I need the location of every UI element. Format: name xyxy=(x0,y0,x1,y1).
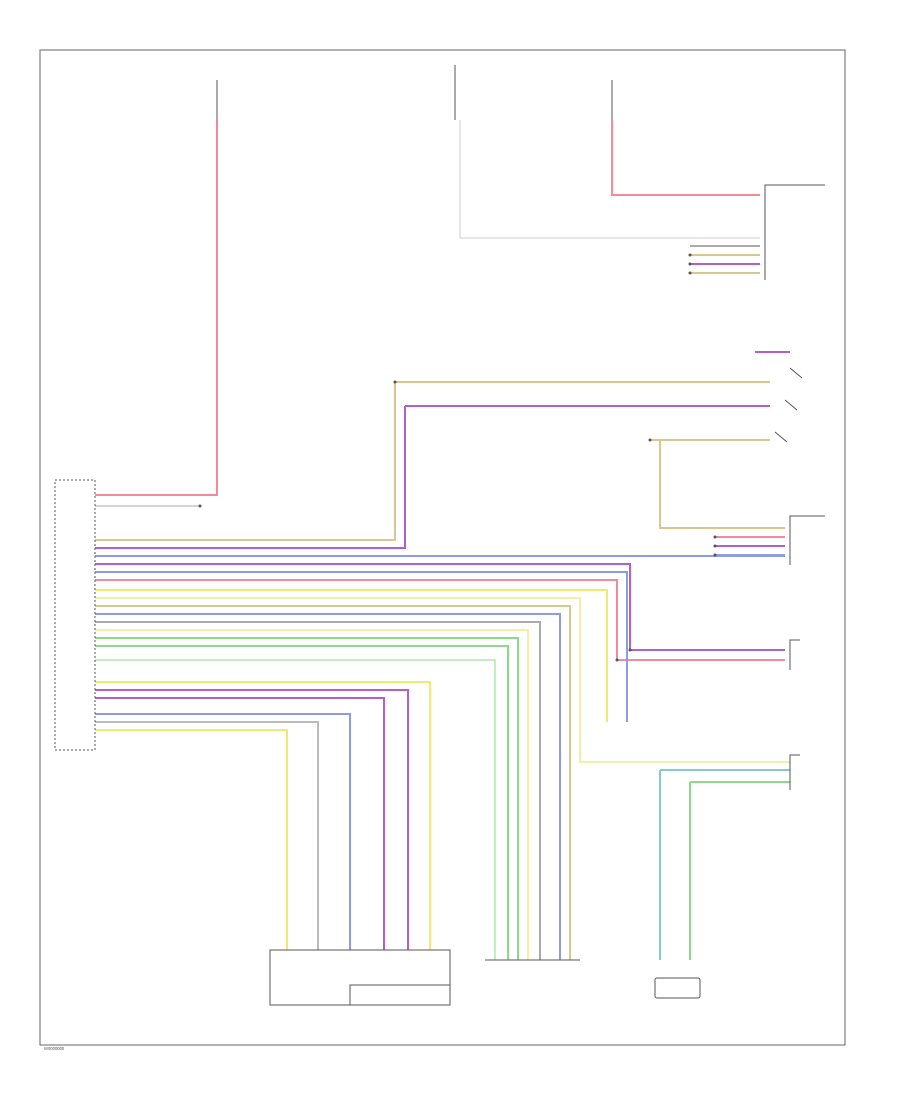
wire-yellow-module-2 xyxy=(95,597,790,763)
wire-purple-lower-2 xyxy=(95,697,385,950)
wire-blue-module-2 xyxy=(95,571,628,722)
wire-yellow-module-3 xyxy=(95,629,529,960)
wire-red-module xyxy=(95,579,785,661)
wire-purple-module-2 xyxy=(95,563,785,651)
steering-module-bracket xyxy=(764,184,825,280)
wire-green-module-2 xyxy=(95,645,509,960)
wires xyxy=(95,120,790,960)
components xyxy=(54,65,825,1006)
corner-code: W0000000 xyxy=(44,1046,65,1051)
sensor-bracket xyxy=(789,639,800,670)
wire-green-module-1 xyxy=(95,637,519,960)
dot-9 xyxy=(615,658,619,662)
wire-yellow-lower-1 xyxy=(95,681,431,950)
wire-yellow-module-1 xyxy=(95,589,608,722)
master-switch-box xyxy=(269,949,451,1006)
dot-4 xyxy=(713,544,717,548)
wire-grey-lower-1 xyxy=(95,721,319,950)
connector-dots xyxy=(198,253,717,662)
dot-8 xyxy=(688,271,692,275)
control-module-box xyxy=(54,479,96,751)
brake-switch-bracket xyxy=(789,515,825,565)
dot-3 xyxy=(713,535,717,539)
wire-blue-lower-1 xyxy=(95,713,351,950)
diagram-frame xyxy=(39,49,846,1046)
switch-symbol-2 xyxy=(784,399,798,411)
wire-grey-top-center xyxy=(459,120,760,239)
dot-5 xyxy=(713,553,717,557)
wire-tan-module-3 xyxy=(95,605,571,960)
switch-symbols xyxy=(774,367,803,443)
wire-tan-brake-down xyxy=(659,440,785,529)
steering-sensor-box xyxy=(654,977,701,999)
switch-symbol-1 xyxy=(789,367,803,379)
dot-7 xyxy=(688,262,692,266)
dot-10 xyxy=(628,648,632,652)
dot-6 xyxy=(688,253,692,257)
wire-grey-module-4 xyxy=(95,621,541,960)
dot-1 xyxy=(393,380,397,384)
wire-purple-module xyxy=(95,406,406,549)
dot-11 xyxy=(198,504,202,508)
wire-purple-lower-1 xyxy=(95,689,409,950)
wire-green-module-3 xyxy=(95,659,496,960)
lower-right-bracket xyxy=(789,754,800,790)
master-switch-inner xyxy=(349,984,451,1006)
wire-blue-module-3 xyxy=(95,613,561,960)
wire-red-top-right xyxy=(611,120,760,196)
wire-green-lower xyxy=(689,781,790,960)
dot-2 xyxy=(648,438,652,442)
wire-tan-module xyxy=(95,382,396,541)
wire-yellow-lower-2 xyxy=(95,729,288,950)
switch-symbol-3 xyxy=(774,431,788,443)
wire-red-top-left xyxy=(95,120,218,496)
wire-teal-lower xyxy=(659,769,790,960)
